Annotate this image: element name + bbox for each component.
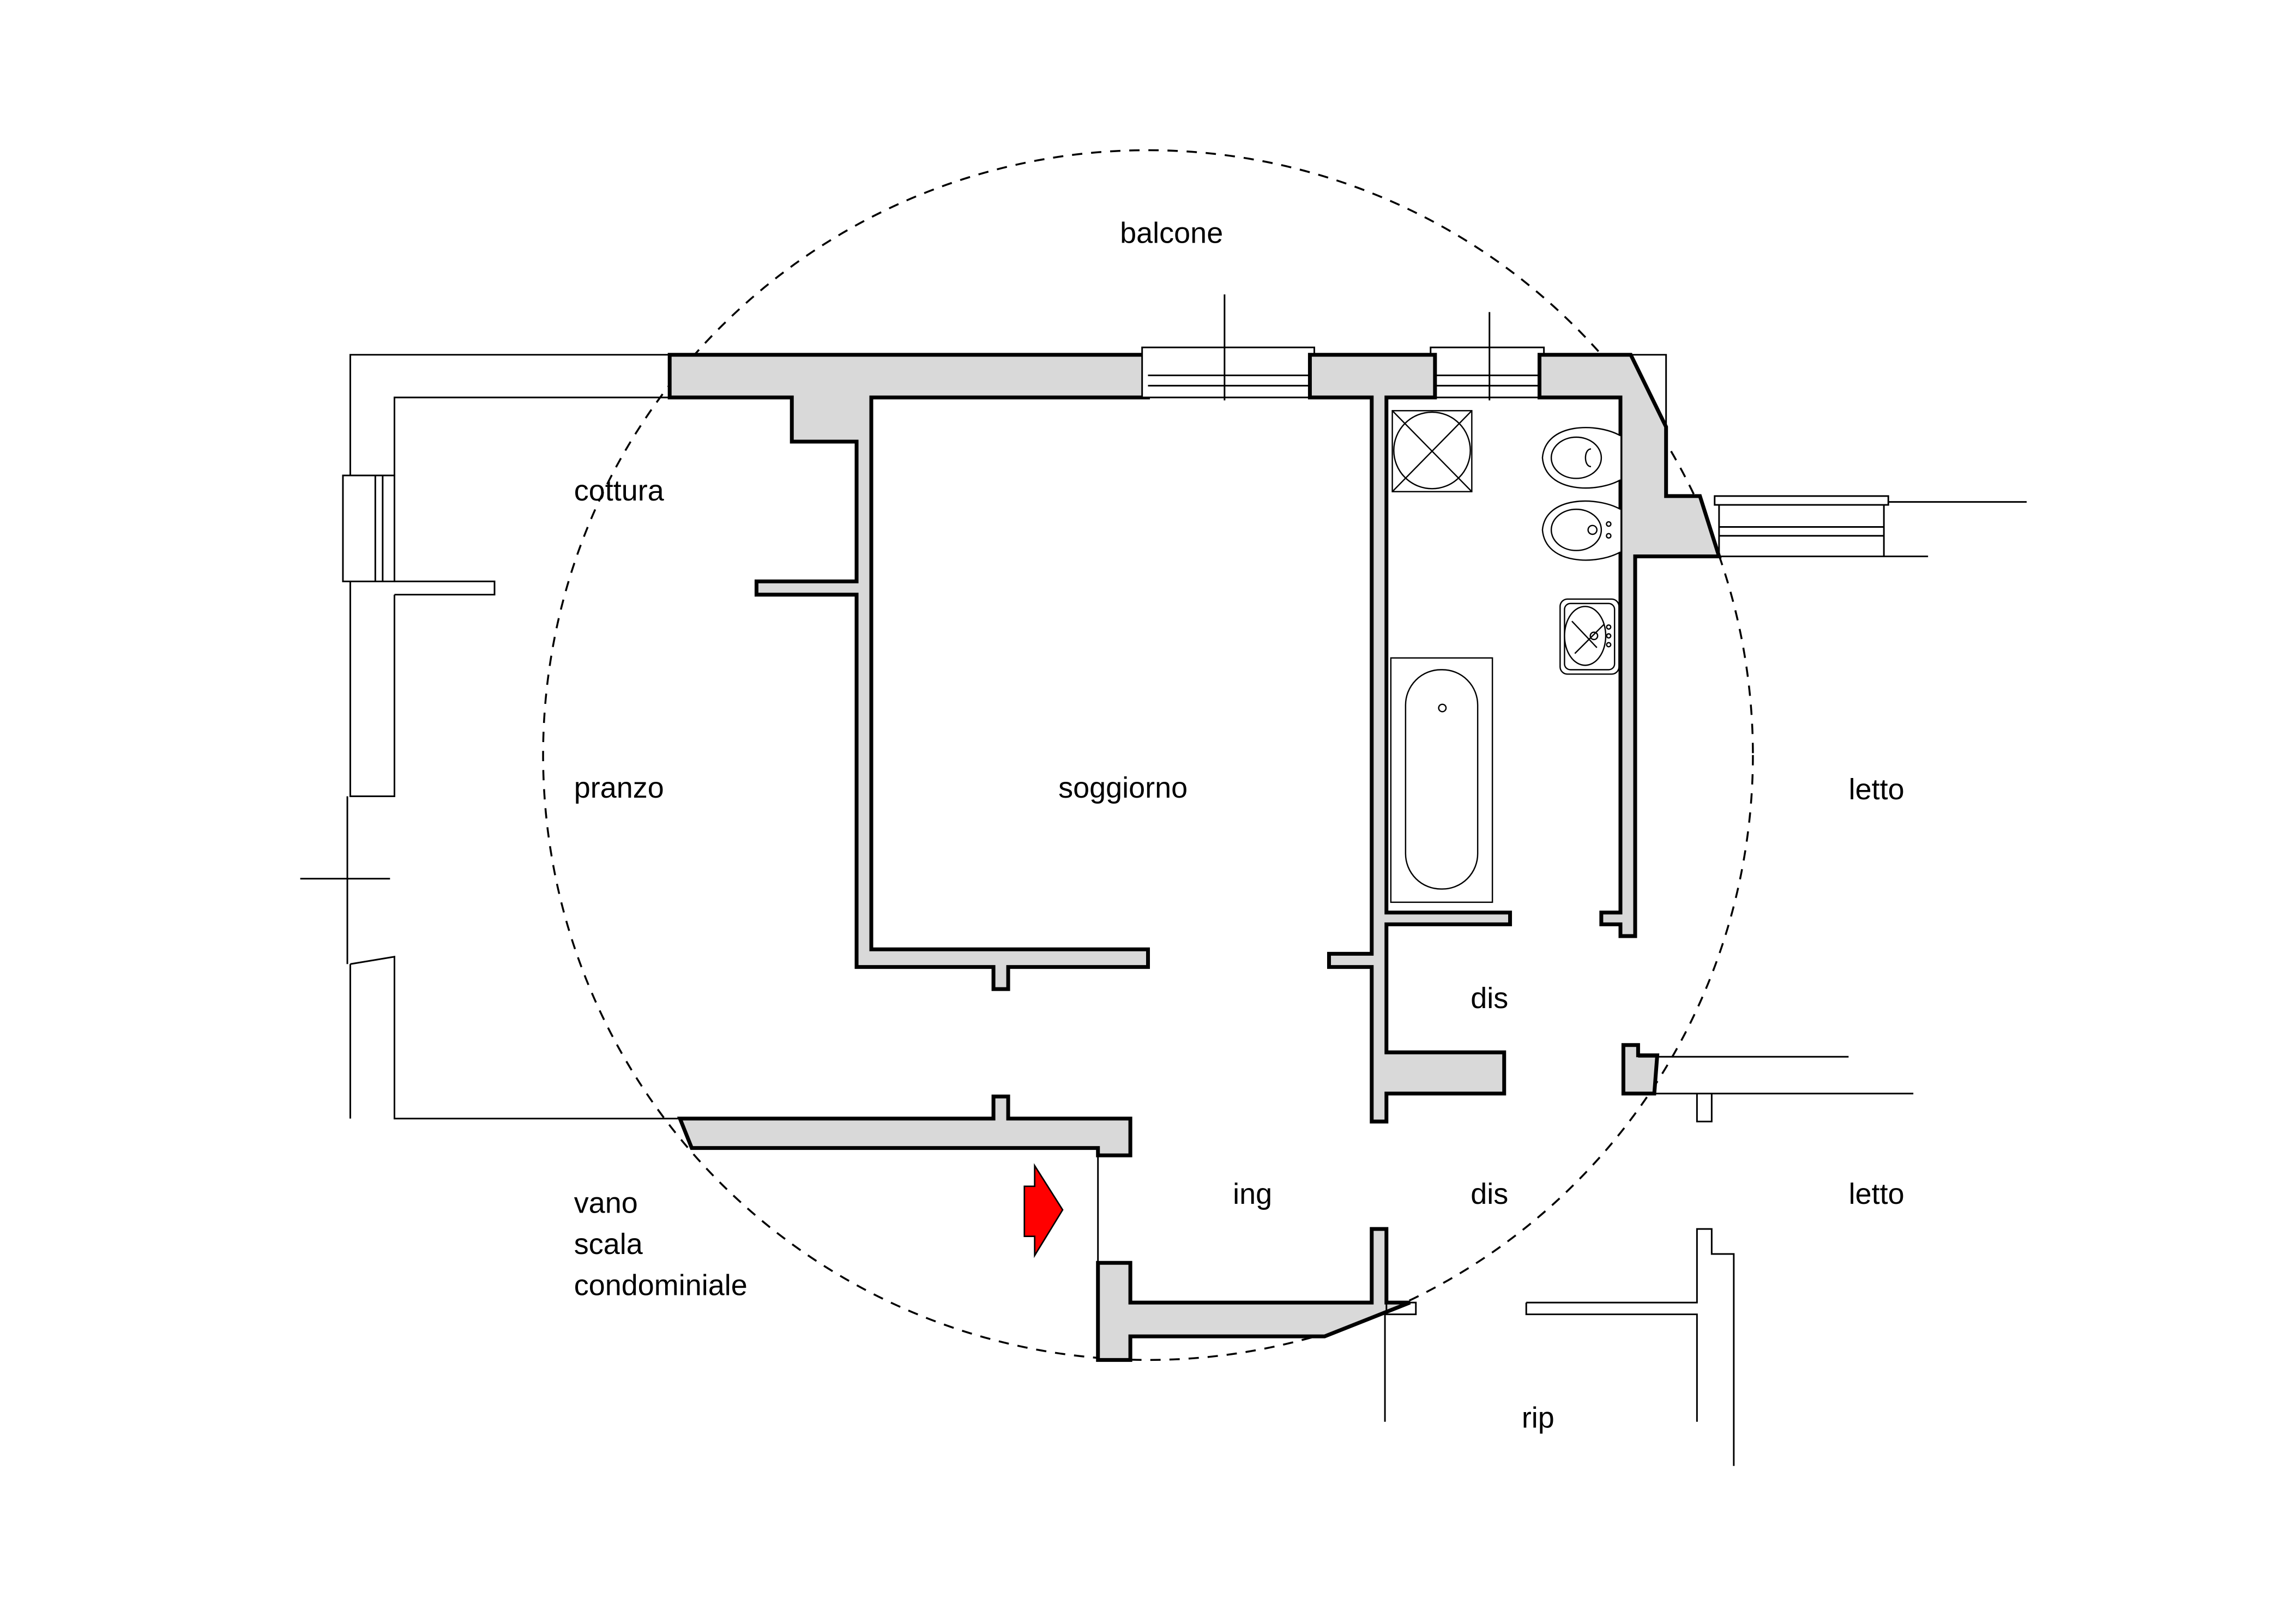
bidet-icon: [1541, 500, 1621, 561]
wall-entrance-south: [1096, 1227, 1411, 1362]
toilet-icon: [1541, 427, 1621, 489]
entrance-arrow-icon: [1023, 1163, 1064, 1258]
wall-letto-stub: [1621, 1043, 1660, 1096]
room-label-cottura: cottura: [574, 474, 665, 507]
room-label-soggiorno: soggiorno: [1058, 771, 1188, 804]
room-label-pranzo: pranzo: [574, 771, 664, 804]
bathtub-icon: [1390, 657, 1493, 903]
wall-stairwell: [677, 1094, 1132, 1157]
letto-thin-walls: [1638, 1056, 1914, 1123]
washing-machine-icon: [1391, 410, 1473, 492]
balcony-window-1: [1141, 294, 1316, 401]
room-label-condominiale: condominiale: [574, 1269, 748, 1302]
room-label-scala: scala: [574, 1228, 643, 1261]
east-exterior-walls: [1630, 354, 2027, 557]
room-label-dis: dis: [1471, 1178, 1508, 1210]
sink-icon: [1559, 598, 1620, 675]
rip-walls: [1384, 1228, 1735, 1466]
room-label-letto: letto: [1849, 1178, 1905, 1210]
wall-soggiorno-west: [667, 353, 1150, 991]
room-label-rip: rip: [1522, 1402, 1554, 1434]
room-label-vano: vano: [574, 1186, 638, 1219]
wall-bathroom-west: [1307, 353, 1512, 1124]
room-label-balcone: balcone: [1120, 217, 1223, 250]
highlight-circle: [542, 149, 1754, 1361]
balcony-window-2: [1430, 312, 1545, 401]
room-label-ing: ing: [1233, 1178, 1272, 1210]
room-label-dis: dis: [1471, 982, 1508, 1015]
wall-bathroom-east: [1538, 353, 1722, 938]
room-label-letto: letto: [1849, 773, 1905, 806]
left-exterior-walls: [300, 354, 680, 1120]
